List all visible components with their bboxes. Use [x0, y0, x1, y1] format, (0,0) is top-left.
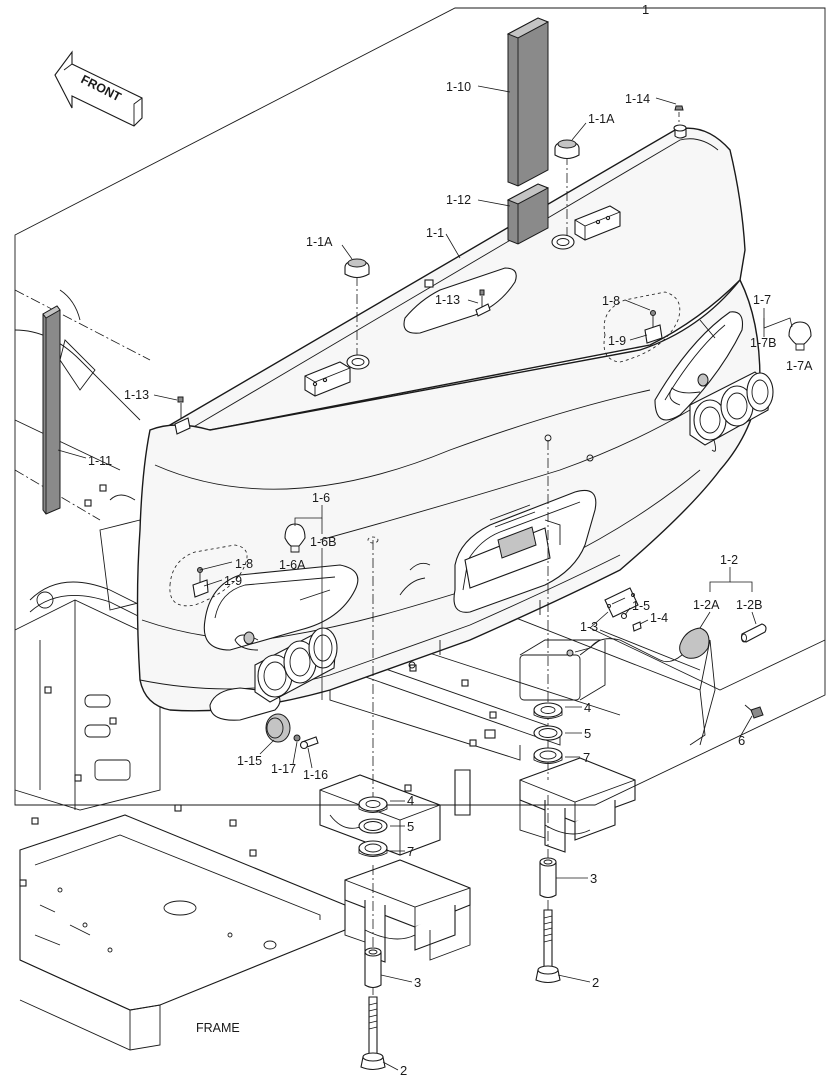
callout-1-2B: 1-2B: [736, 598, 762, 612]
callout-1-2A: 1-2A: [693, 598, 720, 612]
callout-3-left: 3: [414, 975, 421, 990]
screw-1-16: [299, 736, 319, 750]
bolt-1-14: [673, 105, 687, 139]
plug-1-1A-left: [344, 258, 370, 279]
screw-1-4: [632, 621, 642, 632]
callout-5-lower: 5: [407, 819, 414, 834]
callout-1-1A-top: 1-1A: [588, 112, 615, 126]
callout-1-10: 1-10: [446, 80, 471, 94]
plug-1-1A-right: [554, 139, 580, 160]
right-mount-stack: [533, 702, 563, 764]
leader-lines: [57, 7, 826, 1071]
bolt-6: [744, 704, 764, 719]
callout-1-7: 1-7: [753, 293, 771, 307]
callout-6: 6: [738, 733, 745, 748]
callout-1-2: 1-2: [720, 553, 738, 567]
callout-1-3: 1-3: [580, 620, 598, 634]
counterweight-body: [136, 127, 761, 721]
spacer-3-right: [539, 857, 557, 899]
rear-combination-lamp-left-1-6B: [234, 627, 338, 703]
item-1-group-boundary: [14, 7, 826, 806]
washer-1-17: [293, 734, 301, 742]
callout-1-7A: 1-7A: [786, 359, 813, 373]
frame-label: FRAME: [196, 1021, 240, 1035]
callout-7-upper: 7: [583, 750, 590, 765]
frame-assembly: [14, 484, 716, 1051]
callout-1-6A: 1-6A: [279, 558, 306, 572]
callout-1-9-right: 1-9: [608, 334, 626, 348]
callout-1-15: 1-15: [237, 754, 262, 768]
callout-1-6B: 1-6B: [310, 535, 336, 549]
bulb-1-2B: [740, 623, 767, 643]
weight-plate-1-10: [506, 17, 550, 187]
bracket-1-13-top: [475, 289, 491, 317]
callout-1: 1: [642, 2, 649, 17]
callout-1-5: 1-5: [632, 599, 650, 613]
callout-7-lower: 7: [407, 844, 414, 859]
callout-labels: 1 1-10 1-14 1-1A 1-12 1-1 1-1A 1-13 1-8 …: [88, 2, 813, 1078]
callout-1-4: 1-4: [650, 611, 668, 625]
bolt-2-right: [535, 909, 561, 984]
callout-1-1: 1-1: [426, 226, 444, 240]
bolt-2-left: [360, 996, 386, 1071]
callout-1-13-left: 1-13: [124, 388, 149, 402]
callout-1-1A-left: 1-1A: [306, 235, 333, 249]
license-lamp-1-2A: [566, 627, 710, 663]
license-lamp-bracket-1-3: [604, 587, 639, 618]
callout-1-11: 1-11: [88, 454, 112, 468]
callout-1-12: 1-12: [446, 193, 471, 207]
callout-1-8-right: 1-8: [602, 294, 620, 308]
callout-2-right: 2: [592, 975, 599, 990]
frame-rear-left: [14, 289, 151, 521]
rear-combination-lamp-right-1-7B: [669, 371, 774, 452]
bracket-1-13-left: [174, 396, 191, 435]
callout-5-upper: 5: [584, 726, 591, 741]
callout-1-7B: 1-7B: [750, 336, 776, 350]
callout-1-9-left: 1-9: [224, 574, 242, 588]
switch-1-8-1-9-right: [603, 291, 681, 363]
reflector-1-15: [265, 713, 291, 743]
weight-plate-1-12: [506, 183, 550, 245]
callout-3-right: 3: [590, 871, 597, 886]
bulb-1-6A: [284, 523, 306, 553]
callout-1-13-top: 1-13: [435, 293, 460, 307]
callout-4-upper: 4: [584, 700, 591, 715]
callout-1-16: 1-16: [303, 768, 328, 782]
callout-2-left: 2: [400, 1063, 407, 1078]
weight-plate-1-11: [42, 305, 61, 515]
callout-1-6: 1-6: [312, 491, 330, 505]
bulb-1-7A: [788, 321, 812, 351]
callout-1-14: 1-14: [625, 92, 650, 106]
switch-1-8-1-9-left: [169, 544, 248, 607]
callout-1-17: 1-17: [271, 762, 296, 776]
callout-1-8-left: 1-8: [235, 557, 253, 571]
left-mount-stack: [358, 796, 388, 857]
spacer-3-left: [364, 947, 382, 989]
callout-4-lower: 4: [407, 793, 414, 808]
front-direction-arrow: FRONT: [54, 50, 143, 127]
